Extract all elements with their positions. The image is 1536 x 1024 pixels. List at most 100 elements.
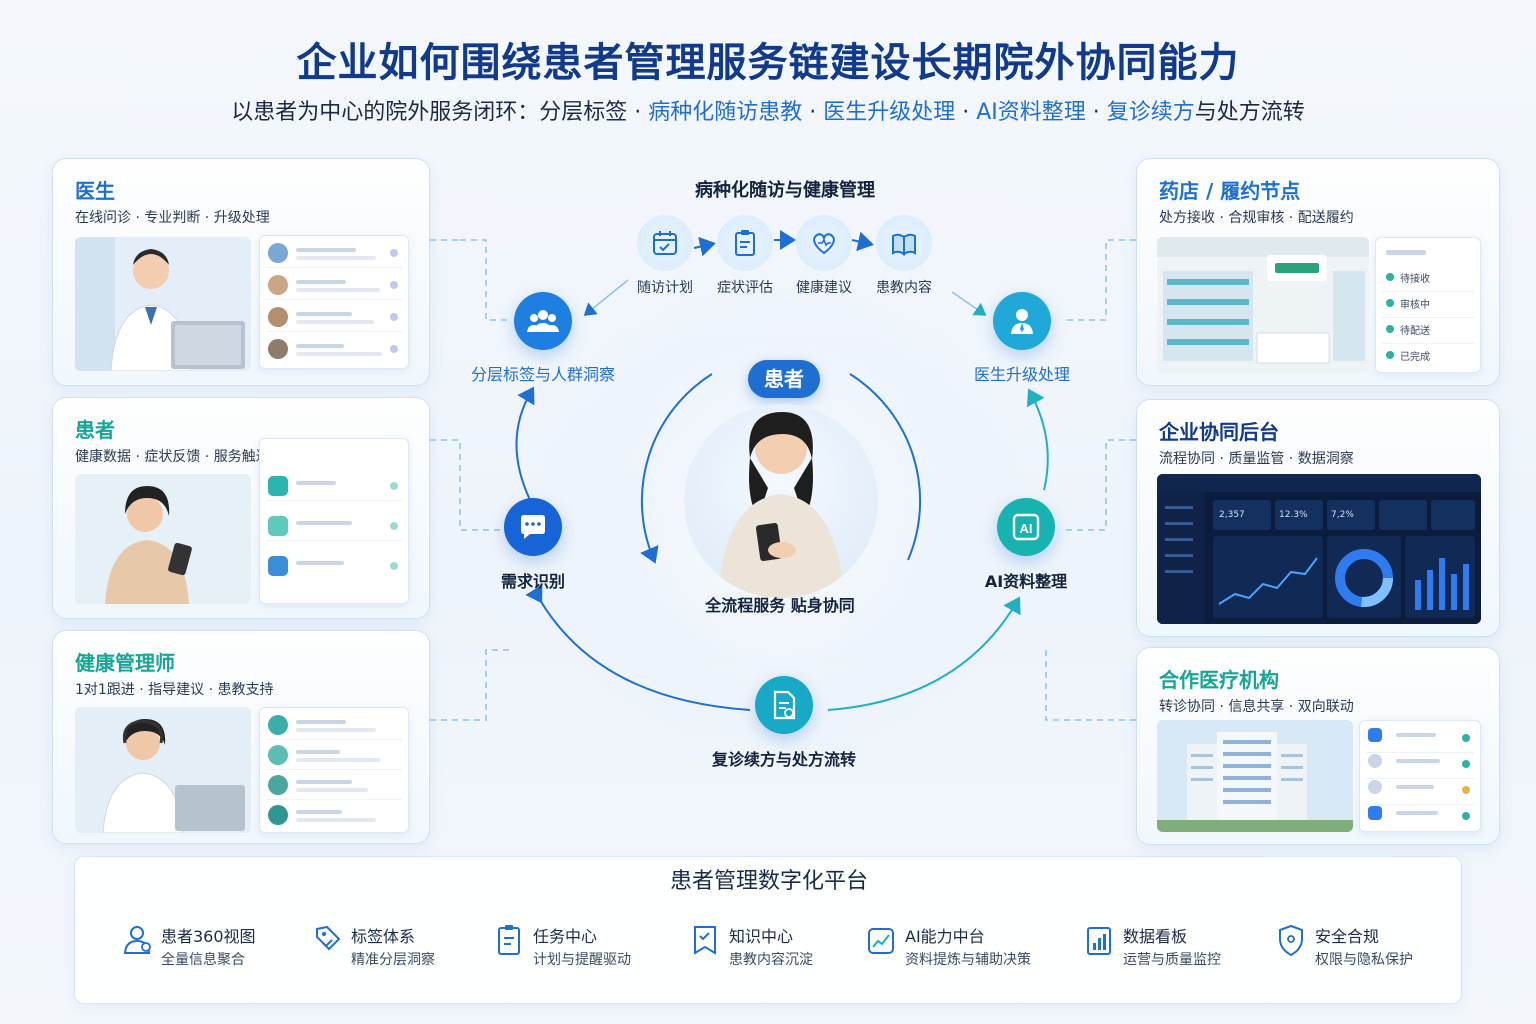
feature-desc: 患教内容沉淀 bbox=[729, 952, 813, 968]
node-revisit bbox=[755, 676, 813, 734]
step-education bbox=[876, 215, 932, 271]
patient-illustration-icon bbox=[75, 474, 251, 604]
panel-title: 合作医疗机构 bbox=[1159, 668, 1279, 692]
patient-portrait bbox=[684, 404, 878, 598]
feature-desc: 精准分层洞察 bbox=[351, 952, 435, 968]
dashboard-chart-icon bbox=[1157, 474, 1481, 624]
feature-title: 知识中心 bbox=[729, 927, 794, 946]
patient-caption: 全流程服务 贴身协同 bbox=[705, 596, 855, 615]
patient-badge: 患者 bbox=[748, 360, 820, 398]
step-label: 患教内容 bbox=[876, 280, 932, 296]
feature-title: 标签体系 bbox=[351, 927, 416, 946]
node-doctor-upgrade bbox=[993, 292, 1051, 350]
panel-title: 企业协同后台 bbox=[1159, 420, 1279, 444]
subtitle-part: 与处方流转 bbox=[1194, 100, 1305, 125]
feature-desc: 资料提炼与辅助决策 bbox=[905, 952, 1031, 968]
subtitle-part: · bbox=[1085, 100, 1107, 125]
panel-title: 患者 bbox=[75, 418, 115, 442]
heart-icon bbox=[813, 233, 835, 255]
panel-enterprise-backend: 企业协同后台 流程协同 · 质量监管 · 数据洞察 2,357 12.3% 7,… bbox=[1136, 399, 1500, 637]
document-icon bbox=[773, 690, 796, 720]
hospital-building-icon bbox=[1157, 720, 1353, 832]
step-assessment bbox=[717, 215, 773, 271]
panel-title: 健康管理师 bbox=[75, 651, 175, 675]
patient-profile-icon bbox=[123, 926, 151, 954]
doctor-illustration-icon bbox=[75, 237, 251, 371]
feature-desc: 计划与提醒驱动 bbox=[533, 952, 631, 968]
pharmacy-photo bbox=[1157, 237, 1369, 373]
chat-icon bbox=[521, 515, 545, 539]
status-item: 已完成 bbox=[1400, 352, 1430, 363]
task-icon bbox=[498, 925, 520, 955]
shield-icon bbox=[1279, 924, 1303, 957]
feature-desc: 权限与隐私保护 bbox=[1315, 952, 1413, 968]
status-item: 审核中 bbox=[1400, 300, 1430, 311]
hospital-referral-list bbox=[1359, 720, 1481, 832]
panel-desc: 1对1跟进 · 指导建议 · 患教支持 bbox=[75, 682, 274, 698]
step-label: 随访计划 bbox=[637, 280, 693, 296]
stat-value: 7,2% bbox=[1331, 510, 1354, 520]
node-ai: AI bbox=[997, 498, 1055, 556]
platform-title: 患者管理数字化平台 bbox=[669, 869, 868, 894]
ai-chart-icon bbox=[868, 928, 894, 954]
feature-title: AI能力中台 bbox=[905, 927, 985, 946]
subtitle-part: 医生升级处理 bbox=[823, 100, 956, 125]
page-subtitle: 以患者为中心的院外服务闭环：分层标签 · 病种化随访患教 · 医生升级处理 · … bbox=[0, 94, 1536, 126]
subtitle-part: · bbox=[955, 100, 977, 125]
doctor-icon bbox=[1011, 309, 1033, 334]
health-manager-chat-list bbox=[259, 707, 409, 833]
dashboard-screen: 2,357 12.3% 7,2% bbox=[1157, 474, 1481, 624]
panel-desc: 转诊协同 · 信息共享 · 双向联动 bbox=[1159, 699, 1354, 715]
node-label: 需求识别 bbox=[500, 572, 565, 591]
status-item: 待配送 bbox=[1400, 326, 1430, 337]
hospital-photo bbox=[1157, 720, 1353, 832]
ai-icon: AI bbox=[1012, 513, 1040, 541]
subtitle-part: 病种化随访患教 bbox=[648, 100, 803, 125]
node-label: 医生升级处理 bbox=[973, 365, 1070, 384]
doctor-photo bbox=[75, 237, 251, 371]
subtitle-part: · bbox=[802, 100, 824, 125]
panel-desc: 流程协同 · 质量监管 · 数据洞察 bbox=[1159, 451, 1354, 467]
pharmacy-illustration-icon bbox=[1157, 237, 1369, 373]
panel-partner-hospital: 合作医疗机构 转诊协同 · 信息共享 · 双向联动 bbox=[1136, 647, 1500, 845]
node-label: 分层标签与人群洞察 bbox=[470, 365, 615, 384]
feature-title: 任务中心 bbox=[533, 927, 598, 946]
clipboard-icon bbox=[735, 230, 755, 256]
patient-portrait-icon bbox=[718, 412, 844, 598]
calendar-icon bbox=[653, 231, 677, 255]
pharmacy-status-list: 待接收 审核中 待配送 已完成 bbox=[1375, 237, 1481, 373]
step-advice bbox=[796, 215, 852, 271]
panel-doctor: 医生 在线问诊 · 专业判断 · 升级处理 bbox=[52, 158, 430, 386]
panel-health-manager: 健康管理师 1对1跟进 · 指导建议 · 患教支持 bbox=[52, 630, 430, 844]
doctor-chat-list bbox=[259, 235, 409, 369]
stat-value: 2,357 bbox=[1219, 510, 1245, 520]
patient-app-screen bbox=[259, 438, 409, 604]
panel-desc: 健康数据 · 症状反馈 · 服务触达 bbox=[75, 449, 270, 465]
status-item: 待接收 bbox=[1400, 274, 1430, 285]
health-manager-photo bbox=[75, 707, 251, 833]
stat-value: 12.3% bbox=[1279, 510, 1308, 520]
page-title: 企业如何围绕患者管理服务链建设长期院外协同能力 bbox=[296, 40, 1240, 86]
subtitle-part: AI资料整理 bbox=[976, 100, 1086, 125]
step-label: 健康建议 bbox=[796, 280, 852, 296]
dashboard-icon bbox=[1087, 927, 1111, 955]
feature-desc: 全量信息聚合 bbox=[161, 952, 245, 968]
panel-title: 医生 bbox=[75, 179, 115, 203]
panel-title: 药店 / 履约节点 bbox=[1159, 179, 1301, 203]
panel-pharmacy: 药店 / 履约节点 处方接收 · 合规审核 · 配送履约 待接收 审核中 待配送… bbox=[1136, 158, 1500, 386]
users-icon bbox=[527, 310, 559, 332]
step-label: 症状评估 bbox=[717, 280, 773, 296]
book-icon bbox=[892, 233, 916, 256]
node-label: AI资料整理 bbox=[984, 572, 1068, 591]
node-demand bbox=[504, 498, 562, 556]
panel-patient: 患者 健康数据 · 症状反馈 · 服务触达 bbox=[52, 397, 430, 619]
ai-icon-text: AI bbox=[1020, 521, 1033, 536]
feature-title: 数据看板 bbox=[1123, 927, 1188, 946]
platform-section: 患者管理数字化平台 患者360视图 全量信息聚合 标签体系 精准分层洞察 任务中… bbox=[74, 856, 1462, 1004]
node-tagging bbox=[514, 292, 572, 350]
tag-icon bbox=[316, 925, 341, 951]
feature-title: 安全合规 bbox=[1315, 927, 1380, 946]
followup-heading: 病种化随访与健康管理 bbox=[695, 180, 875, 201]
subtitle-part: 以患者为中心的院外服务闭环：分层标签 · bbox=[231, 100, 649, 125]
knowledge-icon bbox=[694, 926, 716, 955]
